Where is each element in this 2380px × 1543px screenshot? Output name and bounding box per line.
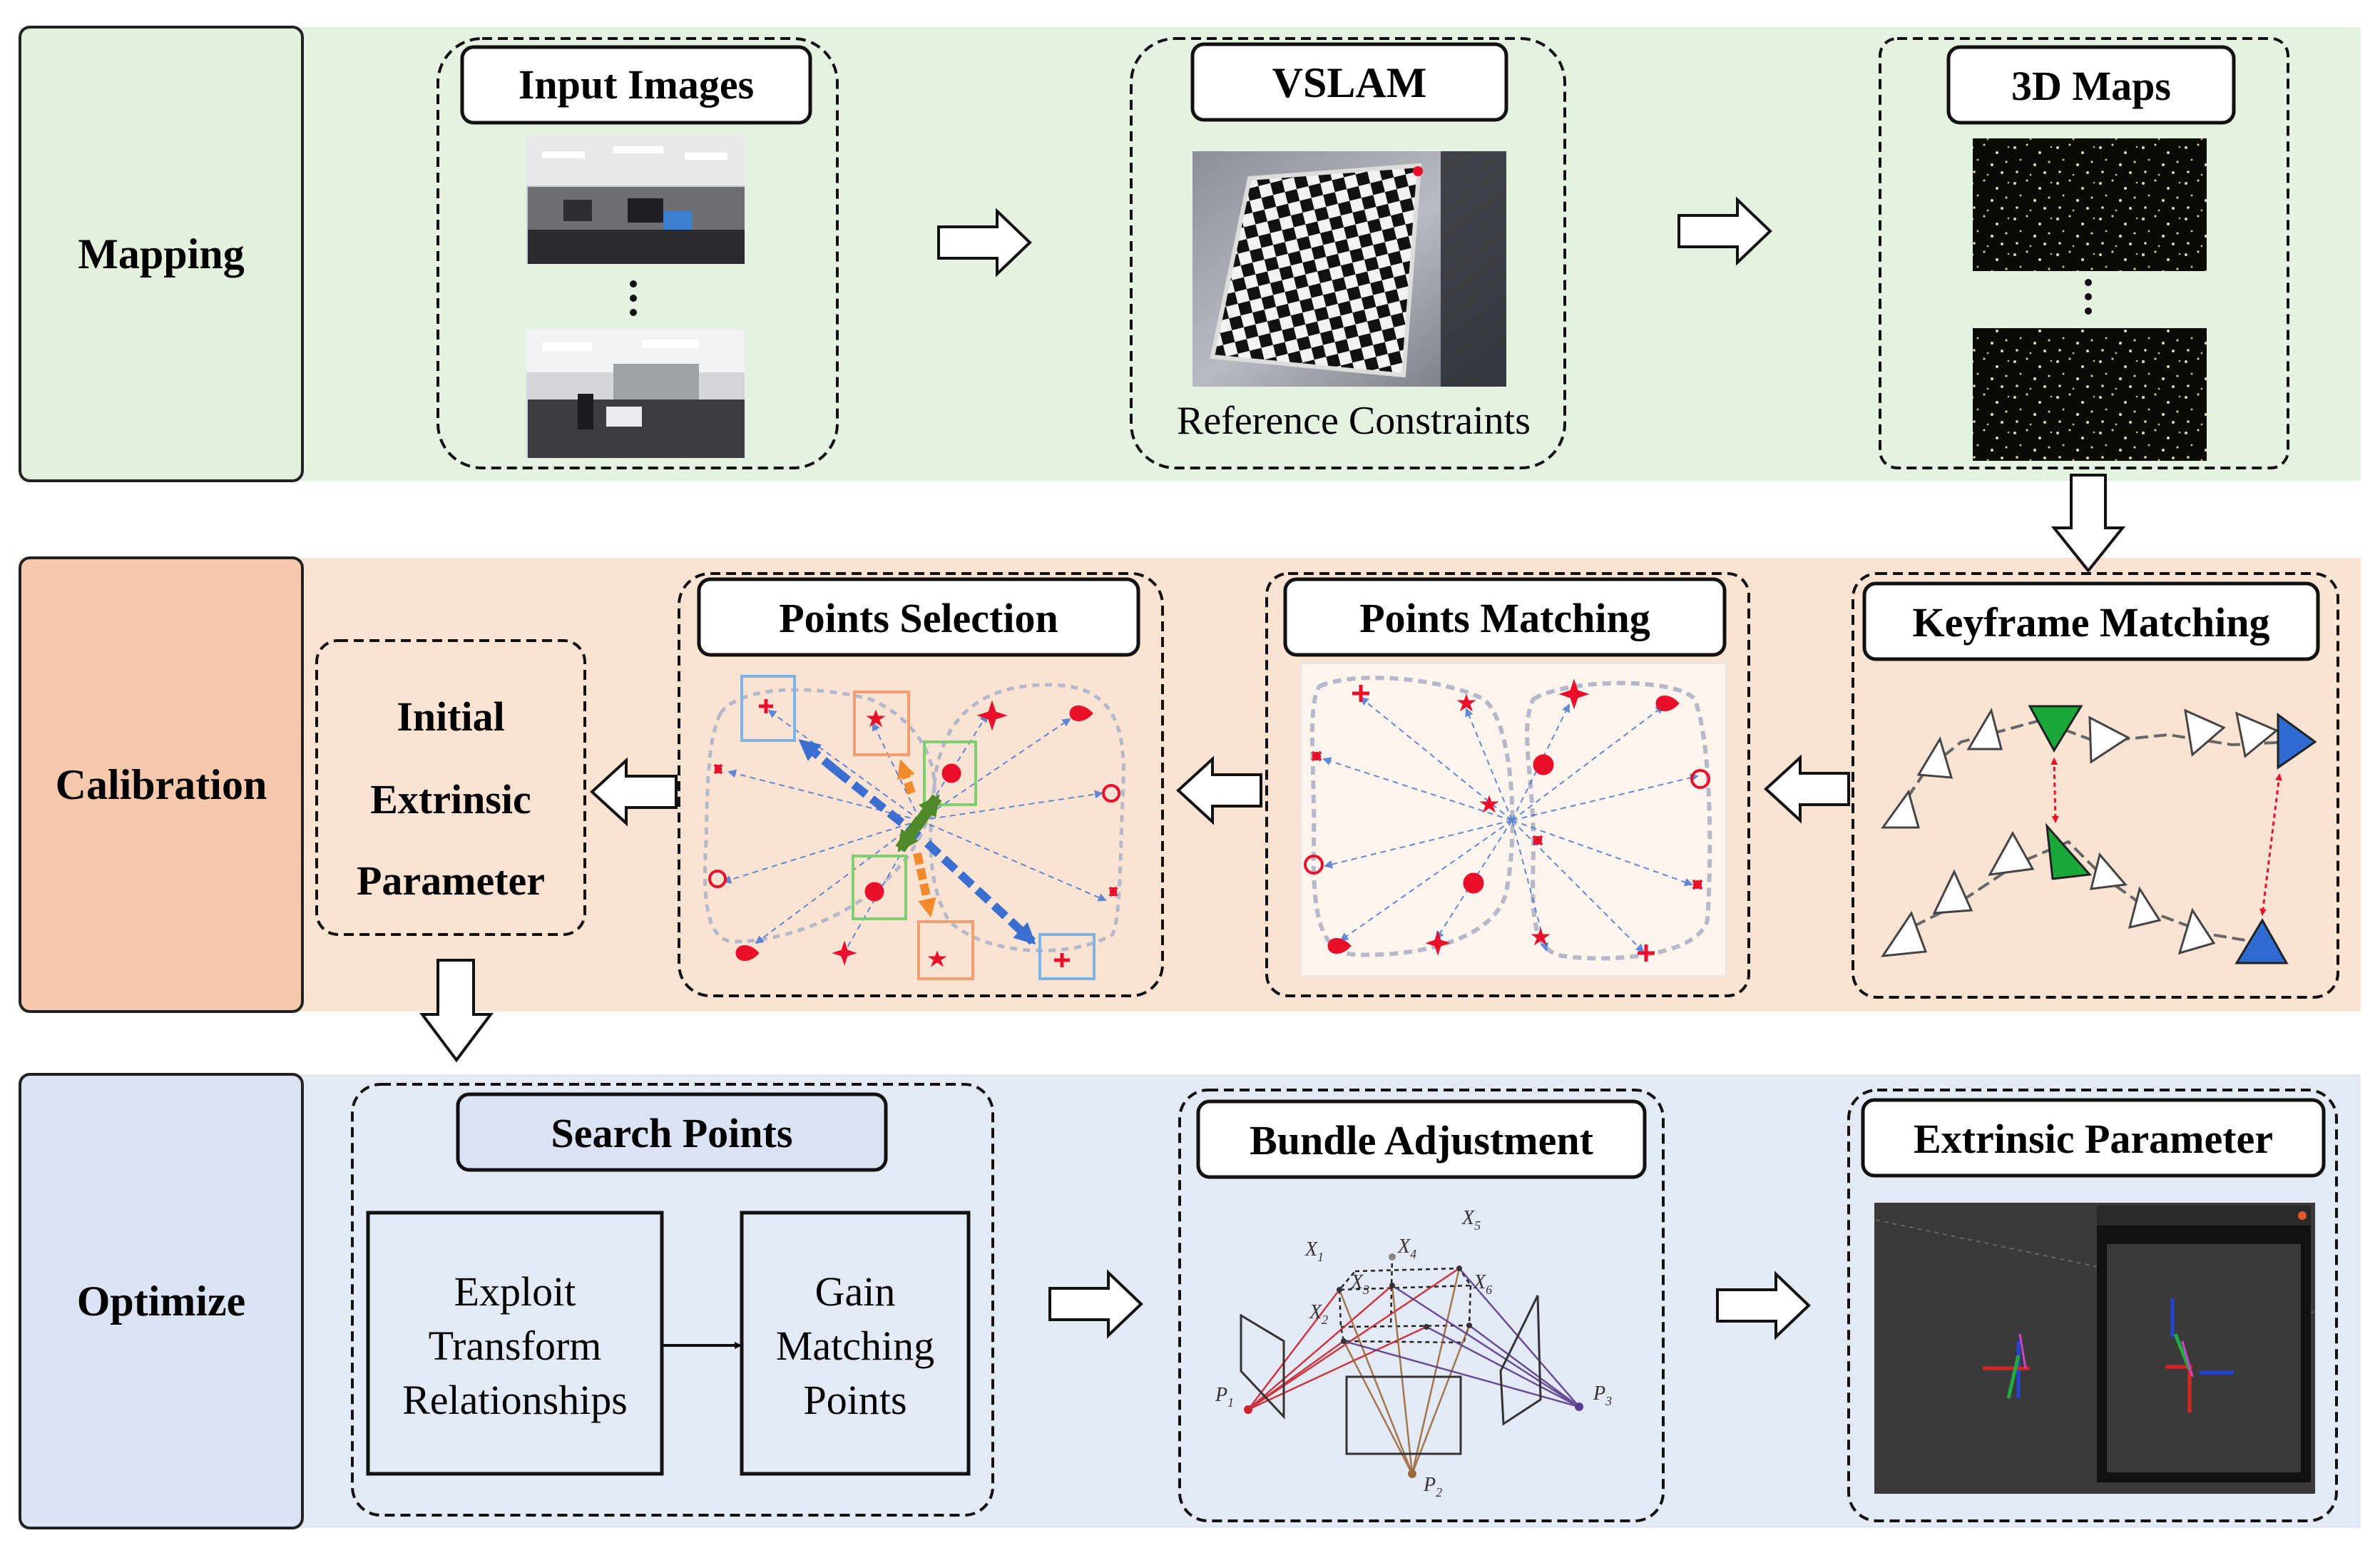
flow-arrow [937, 208, 1032, 277]
initial-line-3: Parameter [357, 857, 545, 904]
label-p1: P1 [1215, 1384, 1234, 1410]
keyframe-matching-title-box [1862, 581, 2320, 661]
mapping-label: Mapping [78, 230, 244, 277]
input-images-title: Input Images [519, 61, 754, 108]
3d-maps-title-box [1946, 45, 2236, 125]
office-photo-1 [526, 136, 745, 264]
ellipsis-dot [630, 280, 637, 287]
exploit-line-3: Relationships [402, 1377, 628, 1423]
point-cloud-map-2 [1973, 328, 2207, 461]
search-points-title-box [456, 1092, 888, 1172]
search-points-title: Search Points [551, 1110, 793, 1156]
optimize-label-box [19, 1073, 304, 1529]
exploit-line-1: Exploit [454, 1268, 576, 1315]
checkerboard-photo [1192, 151, 1506, 387]
flow-arrow-left [1764, 754, 1850, 824]
keyframe-matching-title: Keyframe Matching [1913, 599, 2270, 646]
points-selection-title: Points Selection [779, 595, 1058, 641]
exploit-line-2: Transform [429, 1323, 602, 1369]
flow-arrow-left [590, 757, 678, 827]
flow-arrow-left [1176, 755, 1262, 825]
label-p2: P2 [1423, 1474, 1442, 1499]
keyframe-matching-panel: Keyframe Matching [1852, 572, 2339, 999]
points-matching-title: Points Matching [1359, 595, 1650, 641]
3d-maps-title: 3D Maps [2011, 63, 2171, 109]
flow-arrow-down [2050, 474, 2126, 574]
initial-line-1: Initial [397, 693, 505, 740]
extrinsic-parameter-panel: Extrinsic Parameter [1847, 1089, 2338, 1522]
optimize-label: Optimize [77, 1278, 246, 1325]
camera-right [1499, 1295, 1542, 1426]
bundle-adjustment-panel: Bundle Adjustment [1178, 1089, 1665, 1522]
points-matching-panel: Points Matching [1265, 572, 1750, 997]
3d-maps-panel: 3D Maps [1879, 37, 2289, 469]
label-x5: X5 [1461, 1207, 1481, 1233]
gain-line-1: Gain [815, 1268, 896, 1315]
ellipsis-dot [630, 309, 637, 316]
coordinate-axes [1983, 1333, 2030, 1399]
flow-arrow-down [419, 959, 494, 1063]
label-x4: X4 [1397, 1236, 1416, 1261]
label-x3: X3 [1350, 1271, 1369, 1297]
camera-center-p3 [1575, 1402, 1583, 1411]
camera-left [1240, 1313, 1285, 1420]
camera-center-p1 [1244, 1405, 1252, 1414]
exploit-box [366, 1211, 664, 1476]
gain-line-2: Matching [776, 1323, 934, 1369]
vslam-title-box [1190, 42, 1508, 122]
keyframe-blue-bottom [2235, 918, 2289, 964]
flow-arrow [1048, 1269, 1143, 1339]
vslam-panel: VSLAM Reference Constraints [1130, 37, 1566, 469]
points-selection-panel: Points Selection [678, 572, 1164, 997]
office-photo-2 [526, 330, 745, 458]
search-points-panel: Search Points Exploit Transform Relation… [351, 1083, 994, 1517]
gain-box [740, 1211, 971, 1476]
bundle-adjustment-title: Bundle Adjustment [1250, 1117, 1594, 1163]
calibration-label-box [19, 556, 304, 1013]
flow-arrow [1716, 1270, 1811, 1340]
extrinsic-parameter-title-box [1861, 1098, 2326, 1178]
mapping-label-box [19, 26, 304, 482]
gain-line-3: Points [803, 1377, 906, 1423]
extrinsic-parameter-title: Extrinsic Parameter [1914, 1116, 2273, 1162]
keyframe-green-bottom [2046, 823, 2093, 880]
camera-center-p2 [1408, 1470, 1416, 1478]
ellipsis-dot [2085, 293, 2092, 300]
camera-bottom [1345, 1375, 1462, 1455]
bundle-adjustment-title-box [1196, 1099, 1647, 1179]
vslam-caption: Reference Constraints [1177, 399, 1531, 443]
label-x1: X1 [1304, 1238, 1324, 1264]
ellipsis-dot [630, 295, 637, 302]
ellipsis-dot [2085, 279, 2092, 286]
keyframe-green-top [2028, 705, 2083, 753]
input-images-panel: Input Images [436, 37, 839, 469]
coordinate-axes [2165, 1298, 2234, 1412]
point-cloud-map-1 [1973, 138, 2207, 271]
keyframe-blue-top [2277, 713, 2317, 770]
ellipsis-dot [2085, 307, 2092, 315]
points-matching-title-box [1283, 577, 1727, 657]
vslam-title: VSLAM [1272, 59, 1427, 106]
label-p3: P3 [1593, 1382, 1612, 1408]
initial-line-2: Extrinsic [370, 776, 531, 823]
label-x2: X2 [1309, 1301, 1328, 1327]
flow-arrow [1677, 196, 1772, 266]
initial-extrinsic-panel: Initial Extrinsic Parameter [315, 639, 586, 936]
calibration-label: Calibration [56, 761, 267, 808]
points-selection-title-box [697, 577, 1140, 657]
label-x6: X6 [1473, 1271, 1492, 1297]
input-images-title-box [460, 45, 812, 125]
